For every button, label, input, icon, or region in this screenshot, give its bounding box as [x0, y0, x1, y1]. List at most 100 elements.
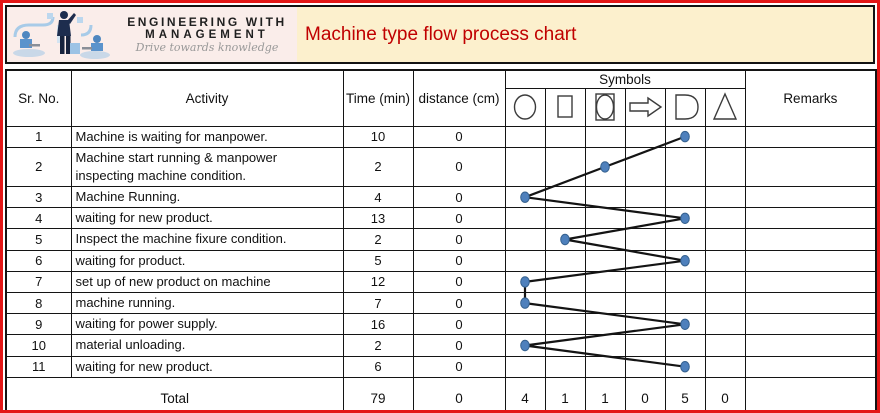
distance-cell: 0	[412, 291, 506, 315]
symbol-cell-delay-d	[664, 249, 706, 272]
activity-cell: waiting for product.	[70, 249, 344, 272]
brand-line1: ENGINEERING WITH	[127, 14, 287, 29]
sr-cell: 1	[5, 125, 72, 148]
symbol-cell-inspection-square	[544, 291, 586, 315]
table-area: Sr. No. Activity Time (min) distance (cm…	[5, 69, 877, 410]
symbol-cell-inspection-square	[544, 355, 586, 378]
brand-text: ENGINEERING WITH MANAGEMENT Drive toward…	[117, 16, 297, 53]
symbol-cell-transport-arrow	[624, 207, 666, 230]
table-footer: Total 79 0 4 1 1 0 5 0	[5, 376, 877, 410]
header-symbols: Symbols	[504, 69, 746, 89]
sr-cell: 6	[5, 249, 72, 272]
symbol-cell-combined-operation-inspection	[584, 146, 626, 188]
table-header: Sr. No. Activity Time (min) distance (cm…	[5, 69, 877, 127]
symbol-cell-storage-triangle	[704, 334, 746, 357]
remarks-cell	[744, 146, 877, 188]
sr-cell: 10	[5, 334, 72, 357]
total-transport-count: 0	[624, 376, 666, 410]
symbol-cell-operation-circle	[504, 270, 546, 294]
sr-cell: 5	[5, 228, 72, 251]
symbol-cell-delay-d	[664, 355, 706, 378]
symbol-cell-operation-circle	[504, 207, 546, 230]
symbol-cell-inspection-square	[544, 249, 586, 272]
sr-cell: 2	[5, 146, 72, 188]
sr-cell: 9	[5, 313, 72, 336]
symbol-cell-operation-circle	[504, 228, 546, 251]
brand-line2: MANAGEMENT	[145, 29, 269, 42]
header-band: ENGINEERING WITH MANAGEMENT Drive toward…	[5, 5, 875, 64]
distance-cell: 0	[412, 355, 506, 378]
symbol-cell-storage-triangle	[704, 146, 746, 188]
symbol-cell-storage-triangle	[704, 355, 746, 378]
symbol-cell-delay-d	[664, 334, 706, 357]
time-cell: 12	[342, 270, 414, 294]
symbol-cell-combined-operation-inspection	[584, 125, 626, 148]
page-title: Machine type flow process chart	[305, 23, 577, 45]
symbol-cell-inspection-square	[544, 186, 586, 209]
time-cell: 13	[342, 207, 414, 230]
remarks-cell	[744, 207, 877, 230]
remarks-cell	[744, 270, 877, 294]
time-cell: 7	[342, 291, 414, 315]
symbol-cell-transport-arrow	[624, 291, 666, 315]
remarks-cell	[744, 186, 877, 209]
symbol-cell-transport-arrow	[624, 249, 666, 272]
symbol-cell-transport-arrow	[624, 125, 666, 148]
symbol-cell-combined-operation-inspection	[584, 291, 626, 315]
time-cell: 2	[342, 334, 414, 357]
symbol-cell-combined-operation-inspection	[584, 207, 626, 230]
symbol-cell-transport-arrow	[624, 186, 666, 209]
distance-cell: 0	[412, 228, 506, 251]
symbol-cell-combined-operation-inspection	[584, 270, 626, 294]
total-inspection-count: 1	[544, 376, 586, 410]
symbol-cell-delay-d	[664, 207, 706, 230]
distance-cell: 0	[412, 146, 506, 188]
brand-logo: ENGINEERING WITH MANAGEMENT Drive toward…	[7, 7, 297, 62]
symbol-cell-operation-circle	[504, 334, 546, 357]
symbol-cell-delay-d	[664, 270, 706, 294]
distance-cell: 0	[412, 313, 506, 336]
distance-cell: 0	[412, 207, 506, 230]
total-delay-count: 5	[664, 376, 706, 410]
sr-cell: 8	[5, 291, 72, 315]
time-cell: 5	[342, 249, 414, 272]
distance-cell: 0	[412, 249, 506, 272]
header-remarks: Remarks	[744, 69, 877, 127]
activity-cell: machine running.	[70, 291, 344, 315]
symbol-cell-storage-triangle	[704, 207, 746, 230]
total-row: Total 79 0 4 1 1 0 5 0	[5, 376, 877, 410]
remarks-cell	[744, 125, 877, 148]
symbol-cell-combined-operation-inspection	[584, 334, 626, 357]
symbol-cell-storage-triangle	[704, 291, 746, 315]
remarks-cell	[744, 313, 877, 336]
symbol-cell-combined-operation-inspection	[584, 313, 626, 336]
symbol-cell-storage-triangle	[704, 125, 746, 148]
symbol-cell-transport-arrow	[624, 313, 666, 336]
header-time: Time (min)	[342, 69, 414, 127]
symbol-cell-inspection-square	[544, 228, 586, 251]
symbol-cell-operation-circle	[504, 125, 546, 148]
sr-cell: 11	[5, 355, 72, 378]
symbol-cell-combined-operation-inspection	[584, 228, 626, 251]
flow-process-table: Sr. No. Activity Time (min) distance (cm…	[5, 69, 877, 410]
remarks-cell	[744, 355, 877, 378]
time-cell: 10	[342, 125, 414, 148]
symbol-cell-combined-operation-inspection	[584, 249, 626, 272]
symbol-cell-operation-circle	[504, 355, 546, 378]
symbol-cell-operation-circle	[504, 146, 546, 188]
time-cell: 2	[342, 228, 414, 251]
activity-cell: waiting for new product.	[70, 355, 344, 378]
activity-cell: Machine is waiting for manpower.	[70, 125, 344, 148]
total-label: Total	[5, 376, 344, 410]
distance-cell: 0	[412, 186, 506, 209]
logo-illustration-icon	[7, 7, 117, 62]
time-cell: 6	[342, 355, 414, 378]
